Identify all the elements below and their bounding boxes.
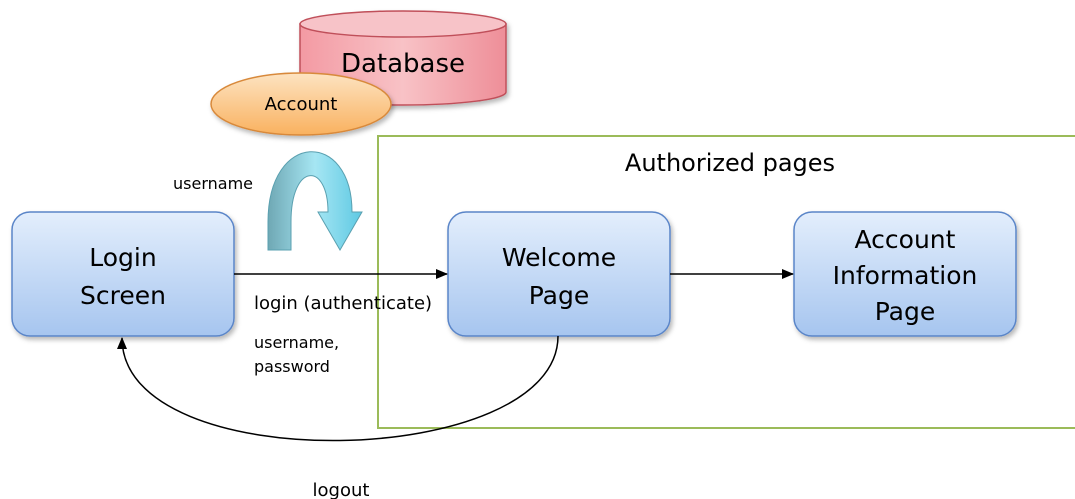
welcome-page-label-line1: Welcome	[502, 243, 616, 272]
curved-arrow-icon	[267, 151, 363, 251]
logout-edge-label: logout	[313, 480, 370, 499]
login-screen-label-line2: Screen	[80, 281, 166, 310]
welcome-page-box	[447, 211, 671, 337]
account-information-page-box	[793, 211, 1017, 337]
login-screen-label-line1: Login	[89, 243, 156, 272]
curved-lookup-arrow	[267, 151, 363, 251]
credentials-label-line2: password	[254, 357, 330, 376]
account-information-label-line3: Page	[875, 297, 936, 326]
node-welcome-page	[447, 211, 671, 337]
database-label: Database	[341, 49, 465, 79]
authorized-pages-border	[377, 135, 1075, 429]
credentials-label-line1: username,	[254, 333, 339, 352]
authorized-pages-title: Authorized pages	[625, 149, 835, 177]
username-lookup-label: username	[173, 174, 253, 193]
account-store	[210, 72, 392, 136]
logout-edge-arrow	[117, 335, 559, 442]
node-account-information-page	[793, 211, 1017, 337]
account-label: Account	[265, 94, 338, 115]
node-login-screen	[11, 211, 235, 337]
welcome-page-label-line2: Page	[529, 281, 590, 310]
login-screen-box	[11, 211, 235, 337]
account-ellipse	[210, 72, 392, 136]
login-edge-label: login (authenticate)	[254, 293, 432, 314]
database-top	[299, 10, 507, 38]
account-information-label-line2: Information	[833, 261, 978, 290]
authorized-pages-region: Authorized pages	[377, 135, 1075, 429]
account-information-label-line1: Account	[855, 225, 956, 254]
